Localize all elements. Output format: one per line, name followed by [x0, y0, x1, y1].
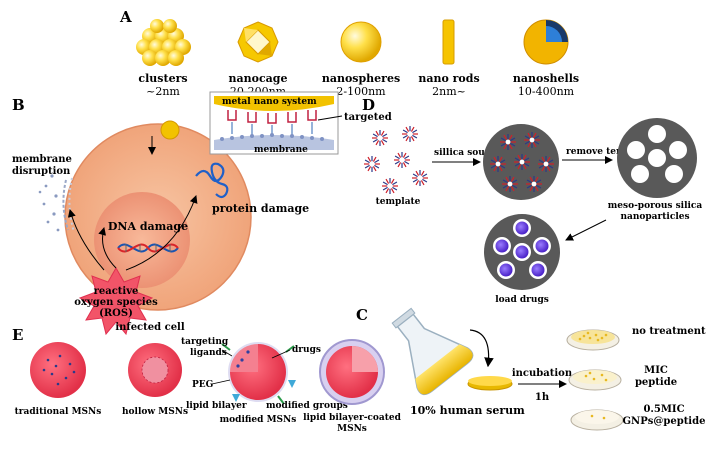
- nanorods-size: 2nm~: [432, 85, 466, 98]
- clusters-label: clusters: [138, 72, 187, 85]
- lipid-bilayer-coated-msn: [319, 339, 385, 405]
- template-micelle: [402, 126, 418, 142]
- targeting-label-2: ligands: [190, 348, 227, 358]
- protein-damage-label: protein damage: [212, 202, 309, 215]
- lipid-msn-label-2: MSNs: [337, 424, 367, 434]
- panel-a-letter: A: [119, 8, 132, 26]
- ros-label-3: (ROS): [99, 308, 133, 319]
- incubation-time: 1h: [535, 392, 550, 403]
- drugs-label: drugs: [292, 345, 321, 355]
- lipid-bilayer-label: lipid bilayer: [186, 401, 247, 411]
- nanorod-icon: [442, 19, 455, 65]
- gold-nanoparticle: [160, 120, 180, 140]
- no-treatment-label: no treatment: [632, 326, 706, 337]
- loaded-drugs: [493, 219, 551, 279]
- half-mic-label-1: 0.5MIC: [643, 404, 684, 415]
- pores: [627, 125, 687, 183]
- traditional-msn-pores: [42, 354, 76, 386]
- mic-label-1: MIC: [644, 365, 668, 376]
- hollow-msn-label: hollow MSNs: [122, 407, 188, 417]
- mesoporous-label-1: meso-porous silica: [608, 201, 703, 211]
- mic-label-2: peptide: [635, 377, 677, 388]
- panel-a: A clusters ~2nm nanocage 20-200nm: [119, 8, 579, 98]
- embedded-micelle: [502, 176, 518, 192]
- plate-no-treatment: [566, 329, 620, 351]
- clusters-size: ~2nm: [146, 85, 180, 98]
- membrane-disruption-label-1: membrane: [12, 154, 72, 165]
- nanocage-label: nanocage: [229, 72, 288, 85]
- membrane-label: membrane: [254, 145, 308, 155]
- plate-mic-peptide: [568, 369, 622, 391]
- targeting-label-1: targeting: [181, 337, 229, 347]
- embedded-micelle: [500, 134, 516, 150]
- nanosphere-icon: [340, 21, 382, 63]
- nanorods-label: nano rods: [418, 72, 479, 85]
- hollow-core: [141, 356, 169, 384]
- nanoshell-icon: [523, 19, 569, 65]
- embedded-micelle: [514, 154, 530, 170]
- modified-msn-label: modified MSNs: [220, 415, 297, 425]
- template-label: template: [376, 197, 421, 207]
- panel-c-letter: C: [356, 306, 368, 324]
- serum-dish: [467, 376, 513, 391]
- modified-msn: [221, 342, 296, 405]
- panel-e: E traditional MSNs hollow MSNs modified …: [12, 326, 402, 434]
- embedded-micelle: [538, 156, 554, 172]
- nanocage-icon: [237, 21, 279, 63]
- human-serum-label: 10% human serum: [410, 404, 525, 417]
- cluster-icon: [136, 19, 191, 66]
- template-micelles: [364, 126, 428, 194]
- embedded-micelle: [524, 132, 540, 148]
- panel-c: C 10% human serum incubation 1h no treat…: [356, 306, 706, 431]
- flask-icon: [391, 307, 474, 396]
- targeted-label: targeted: [344, 112, 392, 123]
- silica-source-label: sillica source: [434, 148, 501, 158]
- membrane-disruption-debris: [38, 174, 75, 233]
- nanoshells-label: nanoshells: [513, 72, 579, 85]
- ros-label-2: oxygen species: [74, 297, 158, 308]
- nanospheres-size: 2-100nm: [336, 85, 386, 98]
- metal-nano-system-inset: [209, 91, 339, 155]
- traditional-msn-label: traditional MSNs: [15, 407, 102, 417]
- nanospheres-label: nanospheres: [322, 72, 400, 85]
- plate-half-mic-gnps: [570, 409, 624, 431]
- ros-burst: [78, 266, 154, 336]
- dna-icon: [117, 243, 179, 253]
- nanoshells-size: 10-400nm: [518, 85, 575, 98]
- template-micelle: [412, 170, 428, 186]
- template-micelle: [364, 156, 380, 172]
- template-micelle: [394, 152, 410, 168]
- template-micelle: [382, 178, 398, 194]
- panel-d-letter: D: [362, 96, 375, 114]
- embedded-micelle: [490, 156, 506, 172]
- mesoporous-label-2: nanoparticles: [620, 212, 689, 222]
- embedded-micelles: [490, 132, 554, 192]
- membrane-disruption-label-2: disruption: [12, 166, 71, 177]
- lipid-msn-label-1: lipid bilayer-coated: [303, 413, 402, 423]
- protein-icon: [195, 162, 229, 199]
- panel-b: B membrane disruption DNA damage: [12, 91, 392, 336]
- metal-nano-system-label: metal nano system: [222, 97, 317, 107]
- panel-e-letter: E: [12, 326, 23, 344]
- template-micelle: [372, 130, 388, 146]
- embedded-micelle: [526, 176, 542, 192]
- peg-label: PEG: [192, 380, 213, 390]
- infected-cell-label: infected cell: [115, 322, 185, 333]
- panel-d: D template sillica source remove templat…: [362, 96, 702, 305]
- remove-template-label: remove template: [566, 147, 651, 157]
- panel-b-letter: B: [12, 96, 25, 114]
- half-mic-label-2: GNPs@peptide: [623, 416, 706, 427]
- load-drugs-label: load drugs: [495, 295, 549, 305]
- traditional-msn: [30, 342, 86, 398]
- dna-damage-label: DNA damage: [108, 220, 188, 233]
- nucleus: [94, 192, 190, 288]
- modified-groups-label: modified groups: [266, 401, 348, 411]
- ros-label-1: reactive: [94, 286, 139, 297]
- incubation-label: incubation: [512, 368, 573, 379]
